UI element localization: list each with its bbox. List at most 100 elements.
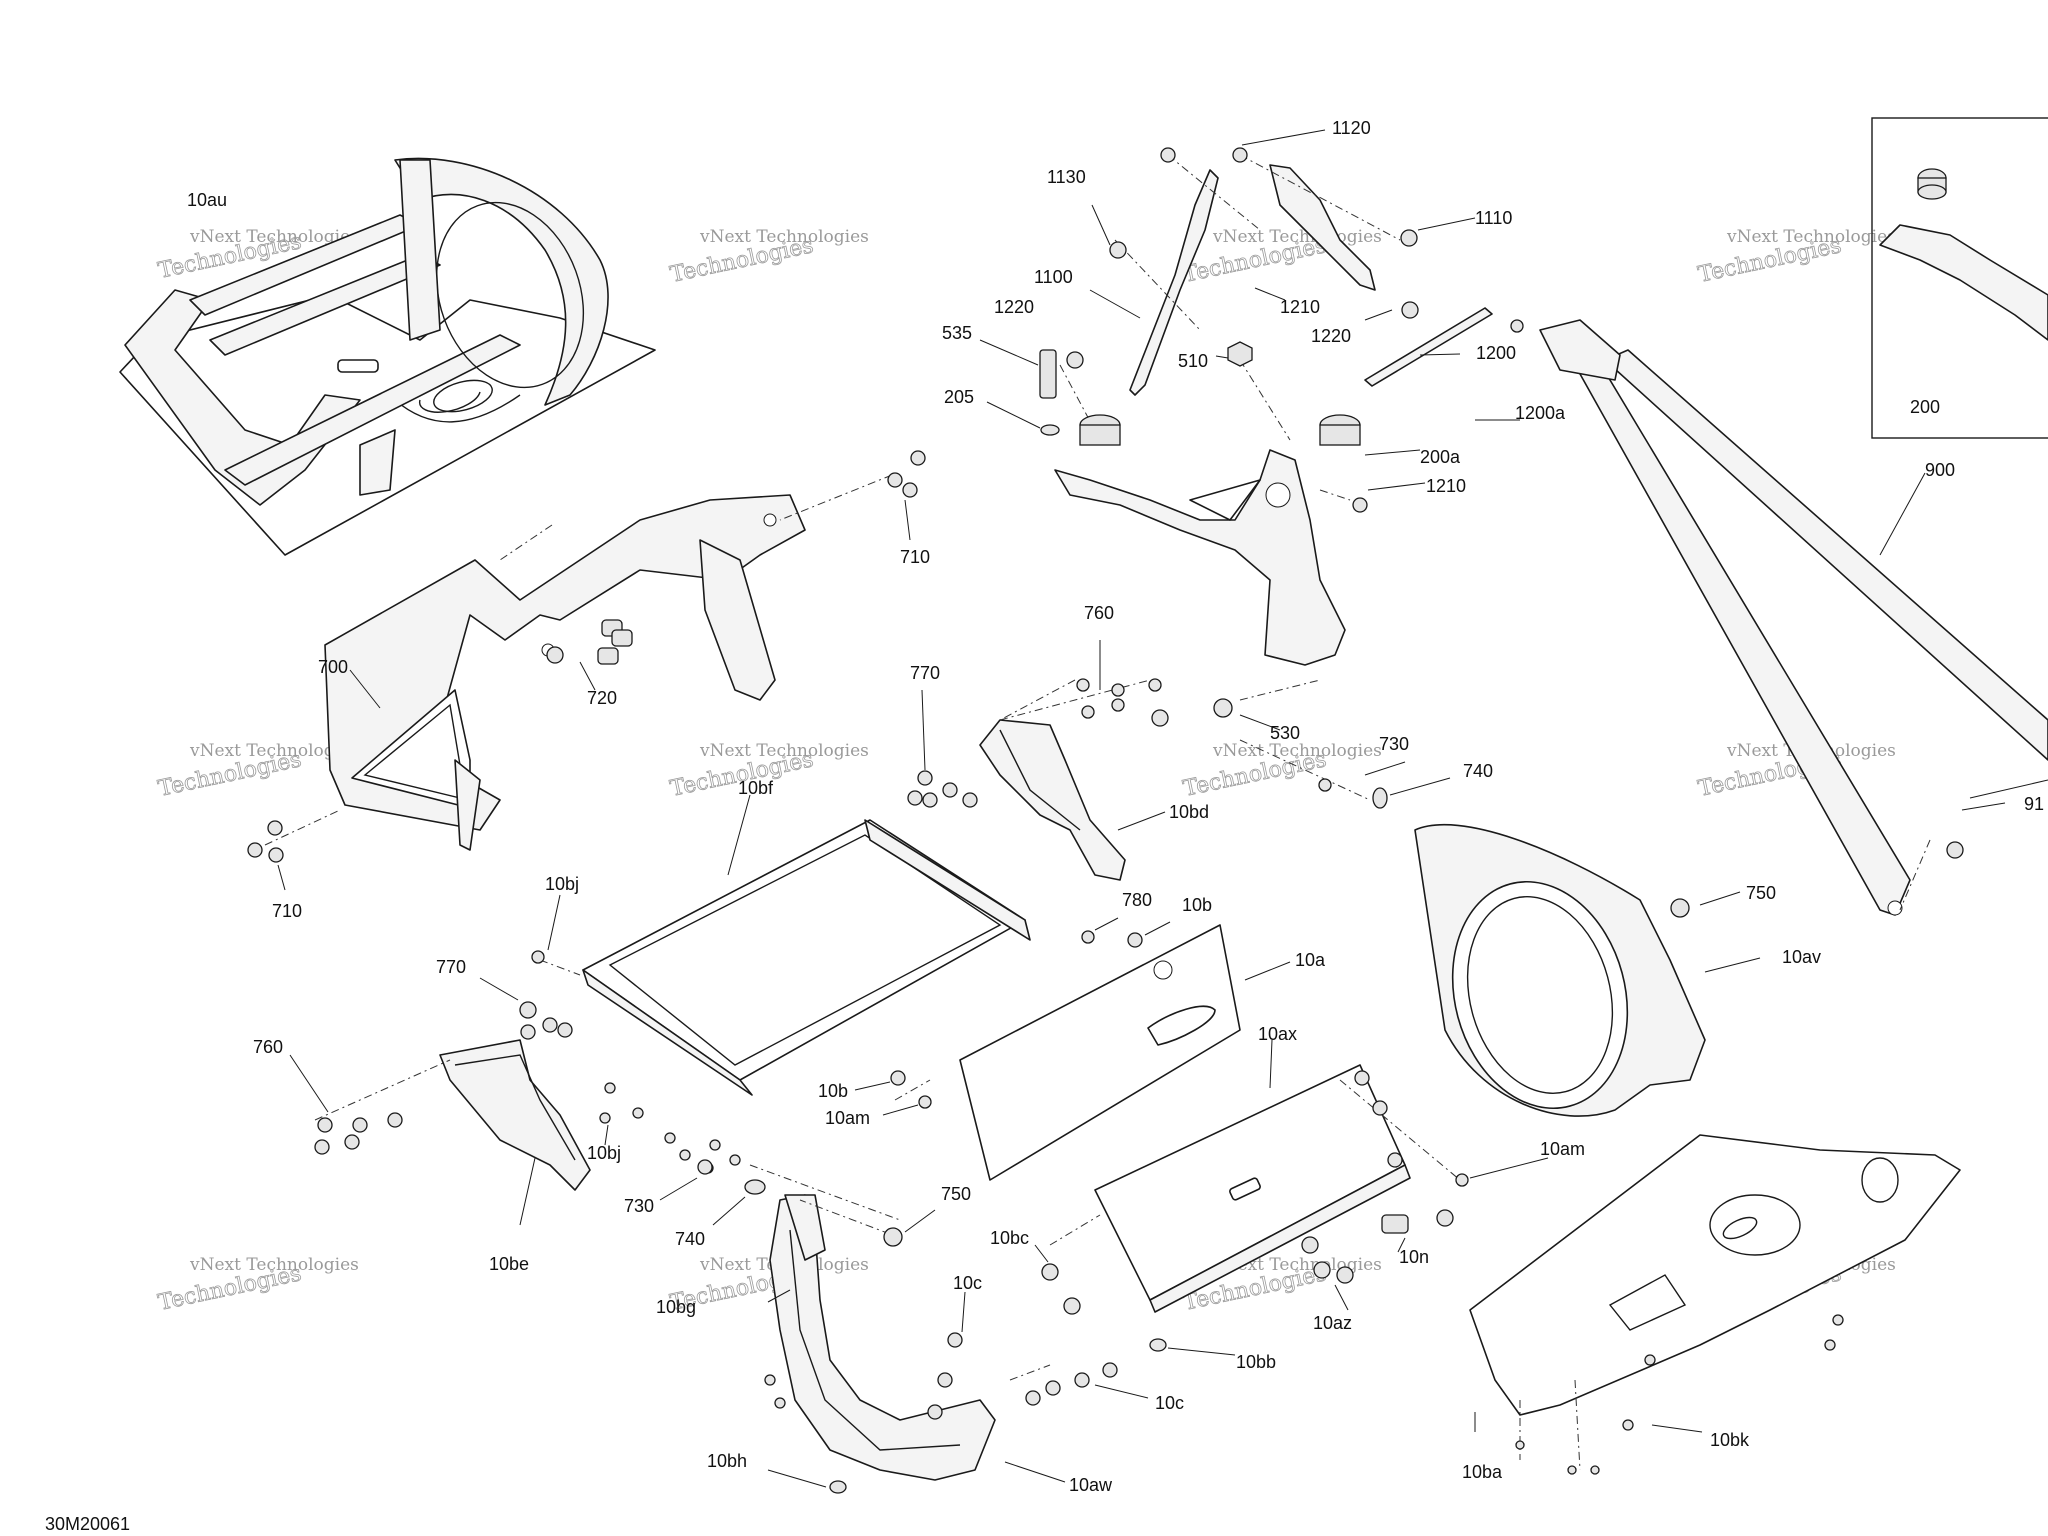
bolt-10b [1127, 932, 1143, 948]
bushing-200a-body [1319, 424, 1361, 446]
callout-10ba: 10ba [1462, 1462, 1503, 1482]
nut-530 [1213, 698, 1233, 718]
bolt-10c [937, 1372, 953, 1388]
callout-535: 535 [942, 323, 972, 343]
bolt-10c [927, 1404, 943, 1420]
callout-760: 760 [253, 1037, 283, 1057]
callout-10c: 10c [953, 1273, 982, 1293]
watermark: vNext Technologies Technologies [156, 1255, 359, 1316]
washer-205 [1040, 424, 1060, 436]
callout-10bg: 10bg [656, 1297, 696, 1317]
nut [1372, 1100, 1388, 1116]
callout-700: 700 [318, 657, 348, 677]
nut-770 [520, 1024, 536, 1040]
callout-10az: 10az [1313, 1313, 1352, 1333]
callout-760: 760 [1084, 603, 1114, 623]
nut-510 [1227, 341, 1253, 367]
callout-1120: 1120 [1332, 118, 1371, 138]
callout-10bf: 10bf [738, 778, 774, 798]
nut-770 [917, 770, 933, 786]
nut [1313, 1261, 1331, 1279]
watermark: vNext Technologies Technologies [668, 1255, 869, 1316]
rivet [764, 1374, 776, 1386]
callout-10bk: 10bk [1710, 1430, 1750, 1450]
rivet-10ba [1567, 1465, 1577, 1475]
nut-1220 [1066, 351, 1084, 369]
nut-91 [1946, 841, 1964, 859]
nut [1436, 1209, 1454, 1227]
bushing-720 [546, 646, 564, 664]
bolt-10c [1045, 1380, 1061, 1396]
callout-10ax: 10ax [1258, 1024, 1297, 1044]
callout-10bh: 10bh [707, 1451, 747, 1471]
svg-text:vNext Technologies: vNext Technologies [189, 741, 359, 761]
bolt-710 [887, 472, 903, 488]
nut-750 [1670, 898, 1690, 918]
rivet-10bj [604, 1082, 616, 1094]
mount-10bg [784, 1194, 826, 1261]
callout-710: 710 [900, 547, 930, 567]
skid-plate-10ba [1469, 1134, 1961, 1416]
watermark: vNext Technologies Technologies [668, 227, 869, 288]
rivet-10bb [1149, 1338, 1167, 1352]
panel-10ax [1094, 1064, 1411, 1313]
bracket-10bd [979, 719, 1126, 881]
rivet-10bk [1832, 1314, 1844, 1326]
bracket-1110 [1269, 164, 1376, 291]
nut [1160, 147, 1176, 163]
nut-770 [922, 792, 938, 808]
bolt-710 [910, 450, 926, 466]
callout-10av: 10av [1782, 947, 1821, 967]
rivet-10bk [1644, 1354, 1656, 1366]
callout-1100: 1100 [1034, 267, 1073, 287]
callout-740: 740 [1463, 761, 1493, 781]
panel-10a [959, 924, 1241, 1181]
callout-1130: 1130 [1047, 167, 1086, 187]
nut [1232, 147, 1248, 163]
bolt-710 [902, 482, 918, 498]
nut-770 [907, 790, 923, 806]
bolt-10n [1381, 1214, 1409, 1234]
callout-730: 730 [1379, 734, 1409, 754]
bolt-10b [890, 1070, 906, 1086]
callout-720: 720 [587, 688, 617, 708]
nut [1109, 241, 1127, 259]
callout-730: 730 [624, 1196, 654, 1216]
rivet-10bh [829, 1480, 847, 1494]
rivet-10ba [1590, 1465, 1600, 1475]
rivet-10bj [679, 1149, 691, 1161]
svg-text:vNext Technologies: vNext Technologies [1212, 741, 1382, 761]
callout-750: 750 [1746, 883, 1776, 903]
callout-710: 710 [272, 901, 302, 921]
nut-10am [918, 1095, 932, 1109]
callout-1200: 1200 [1476, 343, 1516, 363]
nut-770 [519, 1001, 537, 1019]
callout-1210: 1210 [1426, 476, 1466, 496]
inset-box-200 [1871, 117, 2048, 439]
nut [1387, 1152, 1403, 1168]
cross-member-700 [324, 494, 806, 851]
bolt-760 [1111, 698, 1125, 712]
callout-10bb: 10bb [1236, 1352, 1276, 1372]
bushing-720 [611, 629, 633, 647]
frame-10av [1414, 823, 1706, 1117]
rivet-10bj [664, 1132, 676, 1144]
nut-770 [542, 1017, 558, 1033]
callout-10b: 10b [818, 1081, 848, 1101]
callout-1220: 1220 [994, 297, 1034, 317]
callout-10am: 10am [1540, 1139, 1585, 1159]
bolt-710 [268, 847, 284, 863]
rivet-10bk [1824, 1339, 1836, 1351]
nut [1301, 1236, 1319, 1254]
callout-200: 200 [1910, 397, 1940, 417]
leader-lines [277, 129, 2048, 1488]
callout-750: 750 [941, 1184, 971, 1204]
svg-text:vNext Technologies: vNext Technologies [699, 741, 869, 761]
bolt-10c [947, 1332, 963, 1348]
svg-text:vNext Technologies: vNext Technologies [1726, 227, 1896, 247]
bushing-200a-body [1079, 424, 1121, 446]
rivet-10bj [709, 1139, 721, 1151]
bolt-760 [387, 1112, 403, 1128]
rivet-10ba [1515, 1440, 1525, 1450]
